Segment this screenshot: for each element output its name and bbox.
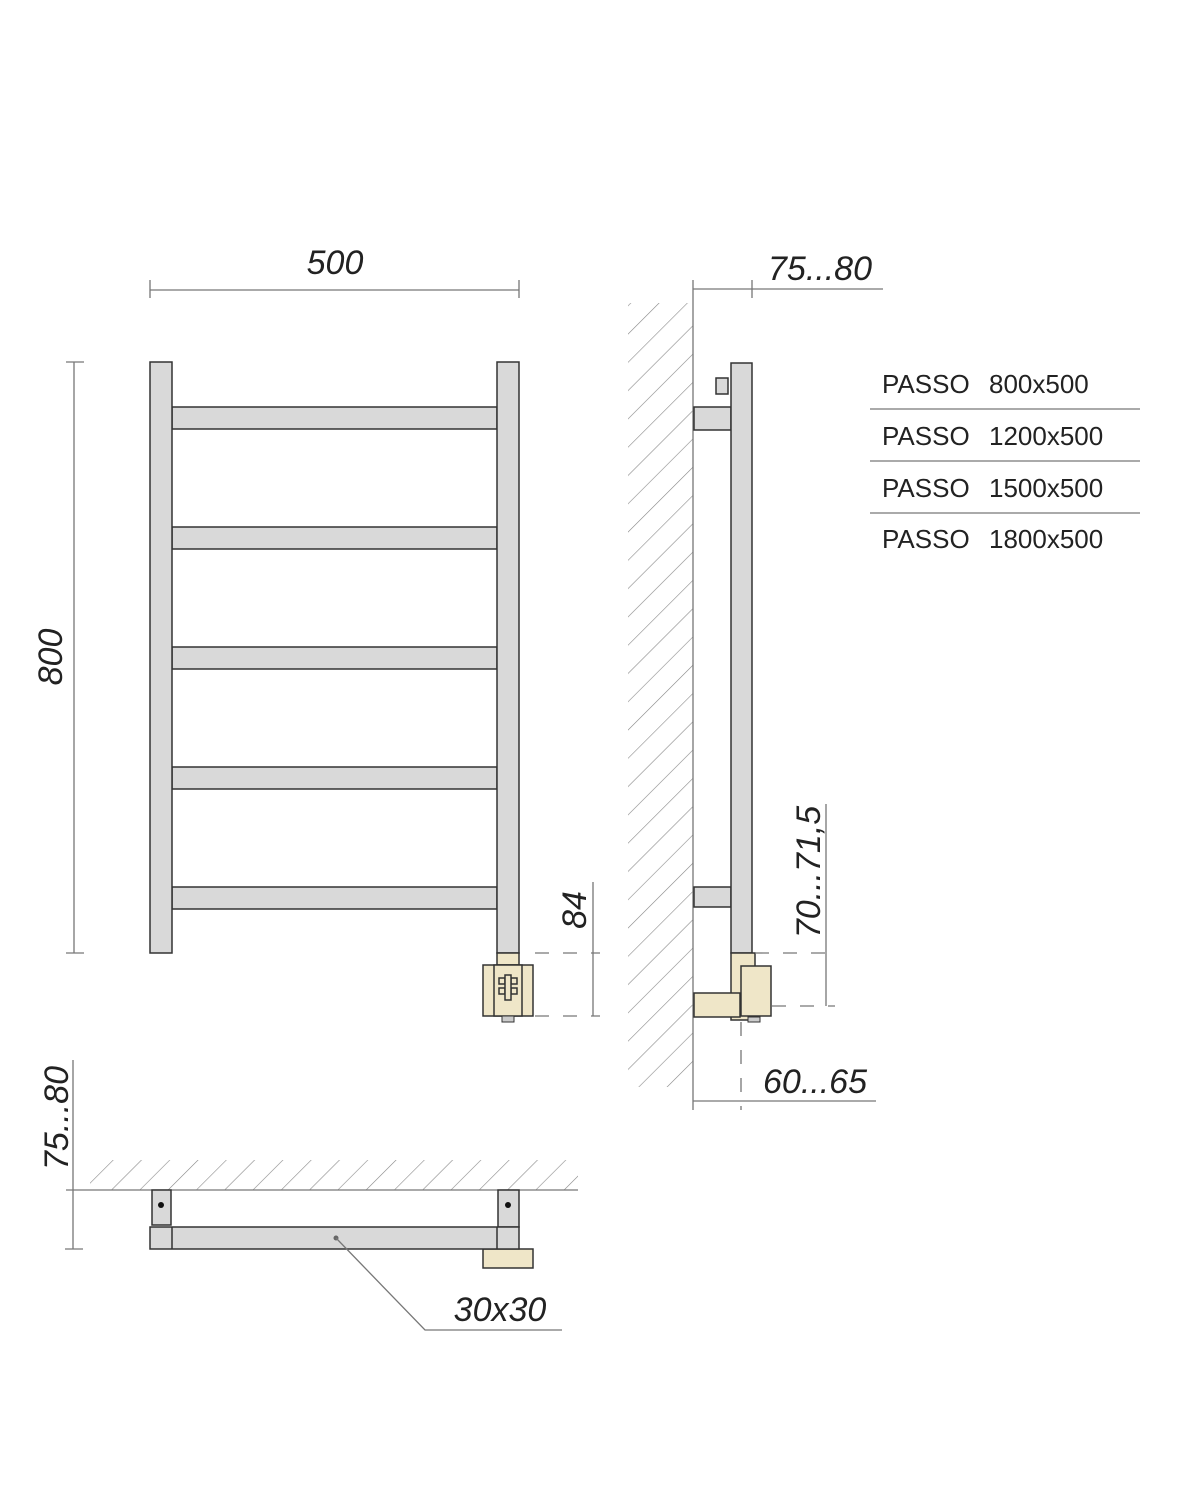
wall-distance-dimension: 75...80 <box>693 250 883 298</box>
width-label: 500 <box>307 244 364 282</box>
model-size: 1800x500 <box>989 524 1103 554</box>
valve-offset-dimension: 84 <box>535 882 600 1017</box>
wall-hatch <box>90 1160 578 1190</box>
profile-label: 30x30 <box>454 1291 547 1329</box>
front-view: 500 800 84 <box>32 244 600 1023</box>
model-table: PASSO 800x500 PASSO 1200x500 PASSO 1500x… <box>870 369 1140 554</box>
rung <box>171 646 498 670</box>
right-rail <box>496 361 520 954</box>
wall-distance-label: 75...80 <box>768 250 872 288</box>
model-name: PASSO <box>882 524 970 554</box>
side-rail <box>730 362 753 954</box>
model-size: 1500x500 <box>989 473 1103 503</box>
model-size: 1200x500 <box>989 421 1103 451</box>
wall-bracket <box>497 1189 520 1228</box>
rung <box>171 886 498 910</box>
wall-bracket <box>693 886 732 908</box>
valve <box>482 952 534 1023</box>
valve-height-dimension: 70...71,5 <box>755 804 835 1007</box>
air-vent <box>715 377 729 395</box>
left-rail <box>149 361 173 954</box>
wall-bracket <box>693 406 732 431</box>
top-wall-distance-dimension: 75...80 <box>38 1060 83 1250</box>
rung <box>171 406 498 430</box>
rung <box>171 766 498 790</box>
rung <box>171 526 498 550</box>
valve-depth-dimension: 60...65 <box>693 1022 876 1110</box>
side-valve <box>693 952 772 1023</box>
model-name: PASSO <box>882 473 970 503</box>
valve <box>482 1248 534 1269</box>
side-view: 75...80 70...71,5 60...65 <box>628 250 883 1110</box>
valve-offset-label: 84 <box>556 891 594 929</box>
width-dimension: 500 <box>149 244 520 298</box>
wall-hatch <box>628 303 693 1087</box>
top-wall-distance-label: 75...80 <box>38 1066 76 1170</box>
profile-leader: 30x30 <box>333 1235 562 1331</box>
top-view: 75...80 30x30 <box>38 1060 578 1331</box>
model-size: 800x500 <box>989 369 1089 399</box>
valve-depth-label: 60...65 <box>763 1063 867 1101</box>
model-name: PASSO <box>882 421 970 451</box>
valve-height-label: 70...71,5 <box>790 806 828 938</box>
height-dimension: 800 <box>32 361 84 954</box>
height-label: 800 <box>32 629 70 686</box>
model-name: PASSO <box>882 369 970 399</box>
